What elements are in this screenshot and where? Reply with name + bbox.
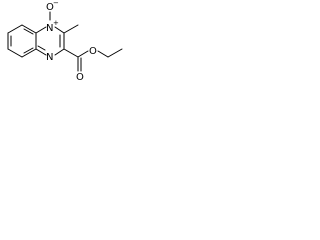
atom-ether-o: O	[89, 46, 97, 57]
bond-n4-c4a	[35, 48, 47, 56]
bond-benzene-4	[21, 48, 37, 58]
structure-drawing: N + O − N O O	[7, 0, 123, 83]
bond-ester-o	[77, 50, 89, 58]
bond-n1-c2	[54, 26, 65, 34]
bond-benzene-6	[21, 24, 37, 34]
charge-plus: +	[53, 19, 59, 27]
bond-benzene-double-2	[23, 47, 34, 54]
molecule-diagram: N + O − N O O	[0, 0, 140, 93]
bond-benzene-1	[7, 24, 23, 34]
atom-oxide-o: O	[46, 2, 54, 13]
atom-carbonyl-o: O	[76, 72, 84, 83]
bond-lines	[7, 11, 123, 72]
charge-minus: −	[53, 0, 59, 7]
bond-ethyl	[107, 48, 123, 58]
atom-ring-n: N	[46, 52, 53, 63]
bond-c3-n4	[54, 48, 65, 56]
bond-ester-carbon	[63, 48, 79, 58]
atom-n-oxide: N	[46, 23, 53, 34]
bond-methyl	[63, 24, 79, 34]
bond-o-ethyl	[97, 50, 109, 58]
bond-benzene-3	[7, 48, 23, 58]
bond-benzene-double-3	[23, 28, 34, 35]
bond-c8a-n1	[35, 26, 47, 34]
bond-n4-c4a-double	[37, 45, 46, 51]
